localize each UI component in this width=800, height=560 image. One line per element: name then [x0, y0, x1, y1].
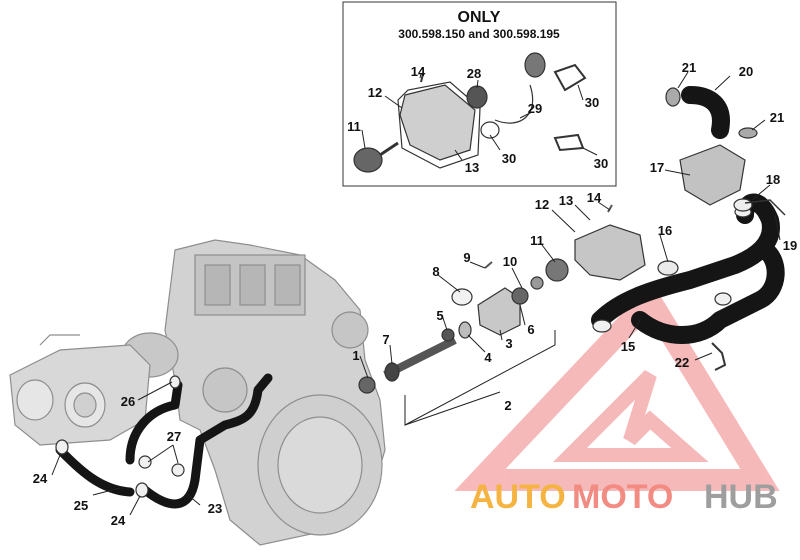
watermark-part-2: MOTO: [572, 478, 673, 516]
watermark-part-1: AUTO: [470, 478, 566, 516]
callout-2: 2: [504, 398, 511, 413]
throttle-bodies: [9, 334, 151, 446]
callout-24-left: 24: [33, 471, 48, 486]
callout-21-right: 21: [770, 110, 784, 125]
callout-17: 17: [650, 160, 664, 175]
callout-18: 18: [766, 172, 780, 187]
callout-10: 10: [503, 254, 517, 269]
callout-inset-29: 29: [528, 101, 542, 116]
callout-6: 6: [527, 322, 534, 337]
inset-note-part-numbers: 300.598.150 and 300.598.195: [398, 27, 560, 41]
callout-20: 20: [739, 64, 753, 79]
callout-22: 22: [675, 355, 689, 370]
callout-25: 25: [74, 498, 88, 513]
callout-14: 14: [587, 190, 602, 205]
callout-15: 15: [621, 339, 635, 354]
callout-8: 8: [432, 264, 439, 279]
callout-24-bottom: 24: [111, 513, 126, 528]
callout-inset-30-left: 30: [502, 151, 516, 166]
callout-inset-28: 28: [467, 66, 481, 81]
callout-inset-14: 14: [411, 64, 426, 79]
callout-4: 4: [484, 350, 492, 365]
coolant-hoses: [55, 86, 785, 509]
callout-27: 27: [167, 429, 181, 444]
watermark-part-3: HUB: [704, 478, 778, 516]
hose-clamps: [55, 206, 752, 498]
callout-16: 16: [658, 223, 672, 238]
callout-inset-11: 11: [347, 119, 361, 134]
callout-5: 5: [436, 308, 443, 323]
callout-19: 19: [783, 238, 797, 253]
callout-23: 23: [208, 501, 222, 516]
callout-numbers: 1 7 5 4 3 6 2 8 9 10 11 12 13 14 16 15 1…: [33, 60, 797, 528]
thermostat-parts: [665, 87, 786, 371]
callout-26: 26: [121, 394, 135, 409]
callout-inset-12: 12: [368, 85, 382, 100]
leader-lines: [51, 71, 781, 516]
engine-block: [121, 239, 386, 546]
callout-1: 1: [352, 348, 359, 363]
callout-13: 13: [559, 193, 573, 208]
callout-7: 7: [382, 332, 389, 347]
callout-3: 3: [505, 336, 512, 351]
callout-12: 12: [535, 197, 549, 212]
callout-21-top: 21: [682, 60, 696, 75]
inset-note-title: ONLY: [458, 9, 501, 26]
water-pump-parts: [358, 204, 679, 394]
watermark-logo-shape: [454, 281, 780, 491]
callout-inset-30-top: 30: [585, 95, 599, 110]
callout-inset-30-bottom: 30: [594, 156, 608, 171]
callout-9: 9: [463, 250, 470, 265]
callout-11: 11: [530, 233, 544, 248]
watermark-text: AUTO MOTO HUB: [470, 478, 778, 516]
callout-inset-13: 13: [465, 160, 479, 175]
